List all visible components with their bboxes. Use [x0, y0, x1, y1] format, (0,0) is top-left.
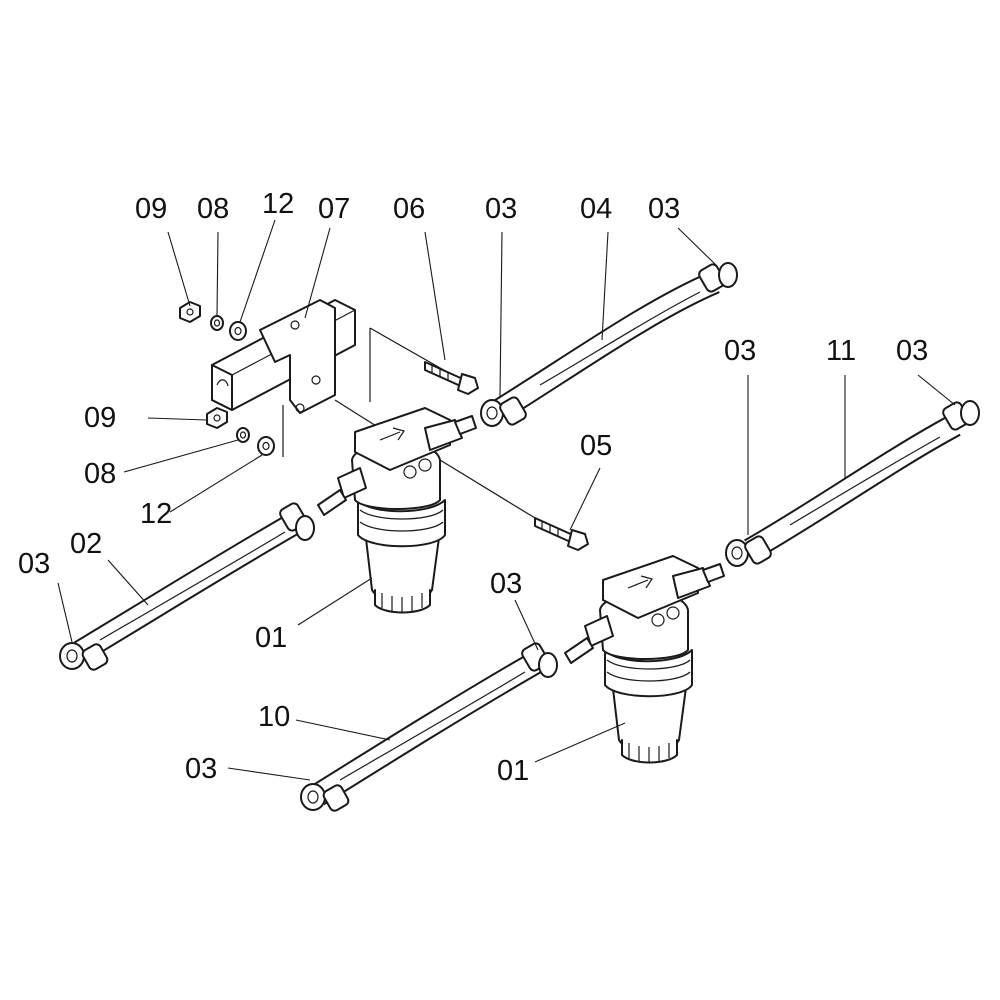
hose-clamp-03-b	[698, 262, 738, 293]
hose-clamp-03-c	[725, 535, 772, 567]
spring-washer-08-top	[210, 315, 224, 331]
bolt-05-axis	[439, 459, 536, 519]
callout-03-f: 03	[490, 568, 522, 600]
leader-lines	[57, 219, 956, 781]
callout-03-a: 03	[485, 193, 517, 225]
callout-03-e: 03	[18, 548, 50, 580]
callout-08-mid: 08	[84, 458, 116, 490]
callout-03-d: 03	[896, 335, 928, 367]
hose-04	[493, 270, 720, 421]
bolt-06	[424, 361, 479, 395]
callout-09-top: 09	[135, 193, 167, 225]
hose-clamp-03-h	[521, 642, 558, 678]
hose-clamp-03-d	[942, 400, 980, 431]
hose-02	[73, 509, 306, 663]
bolt-05	[534, 517, 589, 551]
spring-washer-08-mid	[236, 427, 250, 443]
callout-01-b: 01	[497, 755, 529, 787]
callout-05: 05	[580, 430, 612, 462]
callout-08-top: 08	[197, 193, 229, 225]
callout-04: 04	[580, 193, 612, 225]
hose-clamp-03-a	[480, 396, 527, 427]
callout-12-top: 12	[262, 188, 294, 220]
filter-01-left	[317, 407, 477, 614]
callout-03-b: 03	[648, 193, 680, 225]
hose-10	[311, 649, 546, 806]
callout-09-mid: 09	[84, 402, 116, 434]
hose-clamp-03-f	[279, 502, 315, 541]
filter-01-right	[564, 555, 725, 764]
callout-01-a: 01	[255, 622, 287, 654]
callout-11: 11	[826, 335, 856, 367]
hose-11	[744, 414, 961, 561]
callout-07: 07	[318, 193, 350, 225]
callout-03-g: 03	[185, 753, 217, 785]
bracket-07	[211, 299, 471, 461]
callout-10: 10	[258, 701, 290, 733]
washer-12-top	[229, 321, 247, 341]
nut-09-mid	[206, 407, 228, 429]
callout-03-c: 03	[724, 335, 756, 367]
nut-09-top	[179, 301, 201, 323]
callout-02: 02	[70, 528, 102, 560]
hose-clamp-03-e	[59, 642, 109, 671]
callout-06: 06	[393, 193, 425, 225]
callout-12-mid: 12	[140, 498, 172, 530]
washer-12-mid	[257, 436, 275, 456]
hose-clamp-03-g	[300, 783, 350, 812]
